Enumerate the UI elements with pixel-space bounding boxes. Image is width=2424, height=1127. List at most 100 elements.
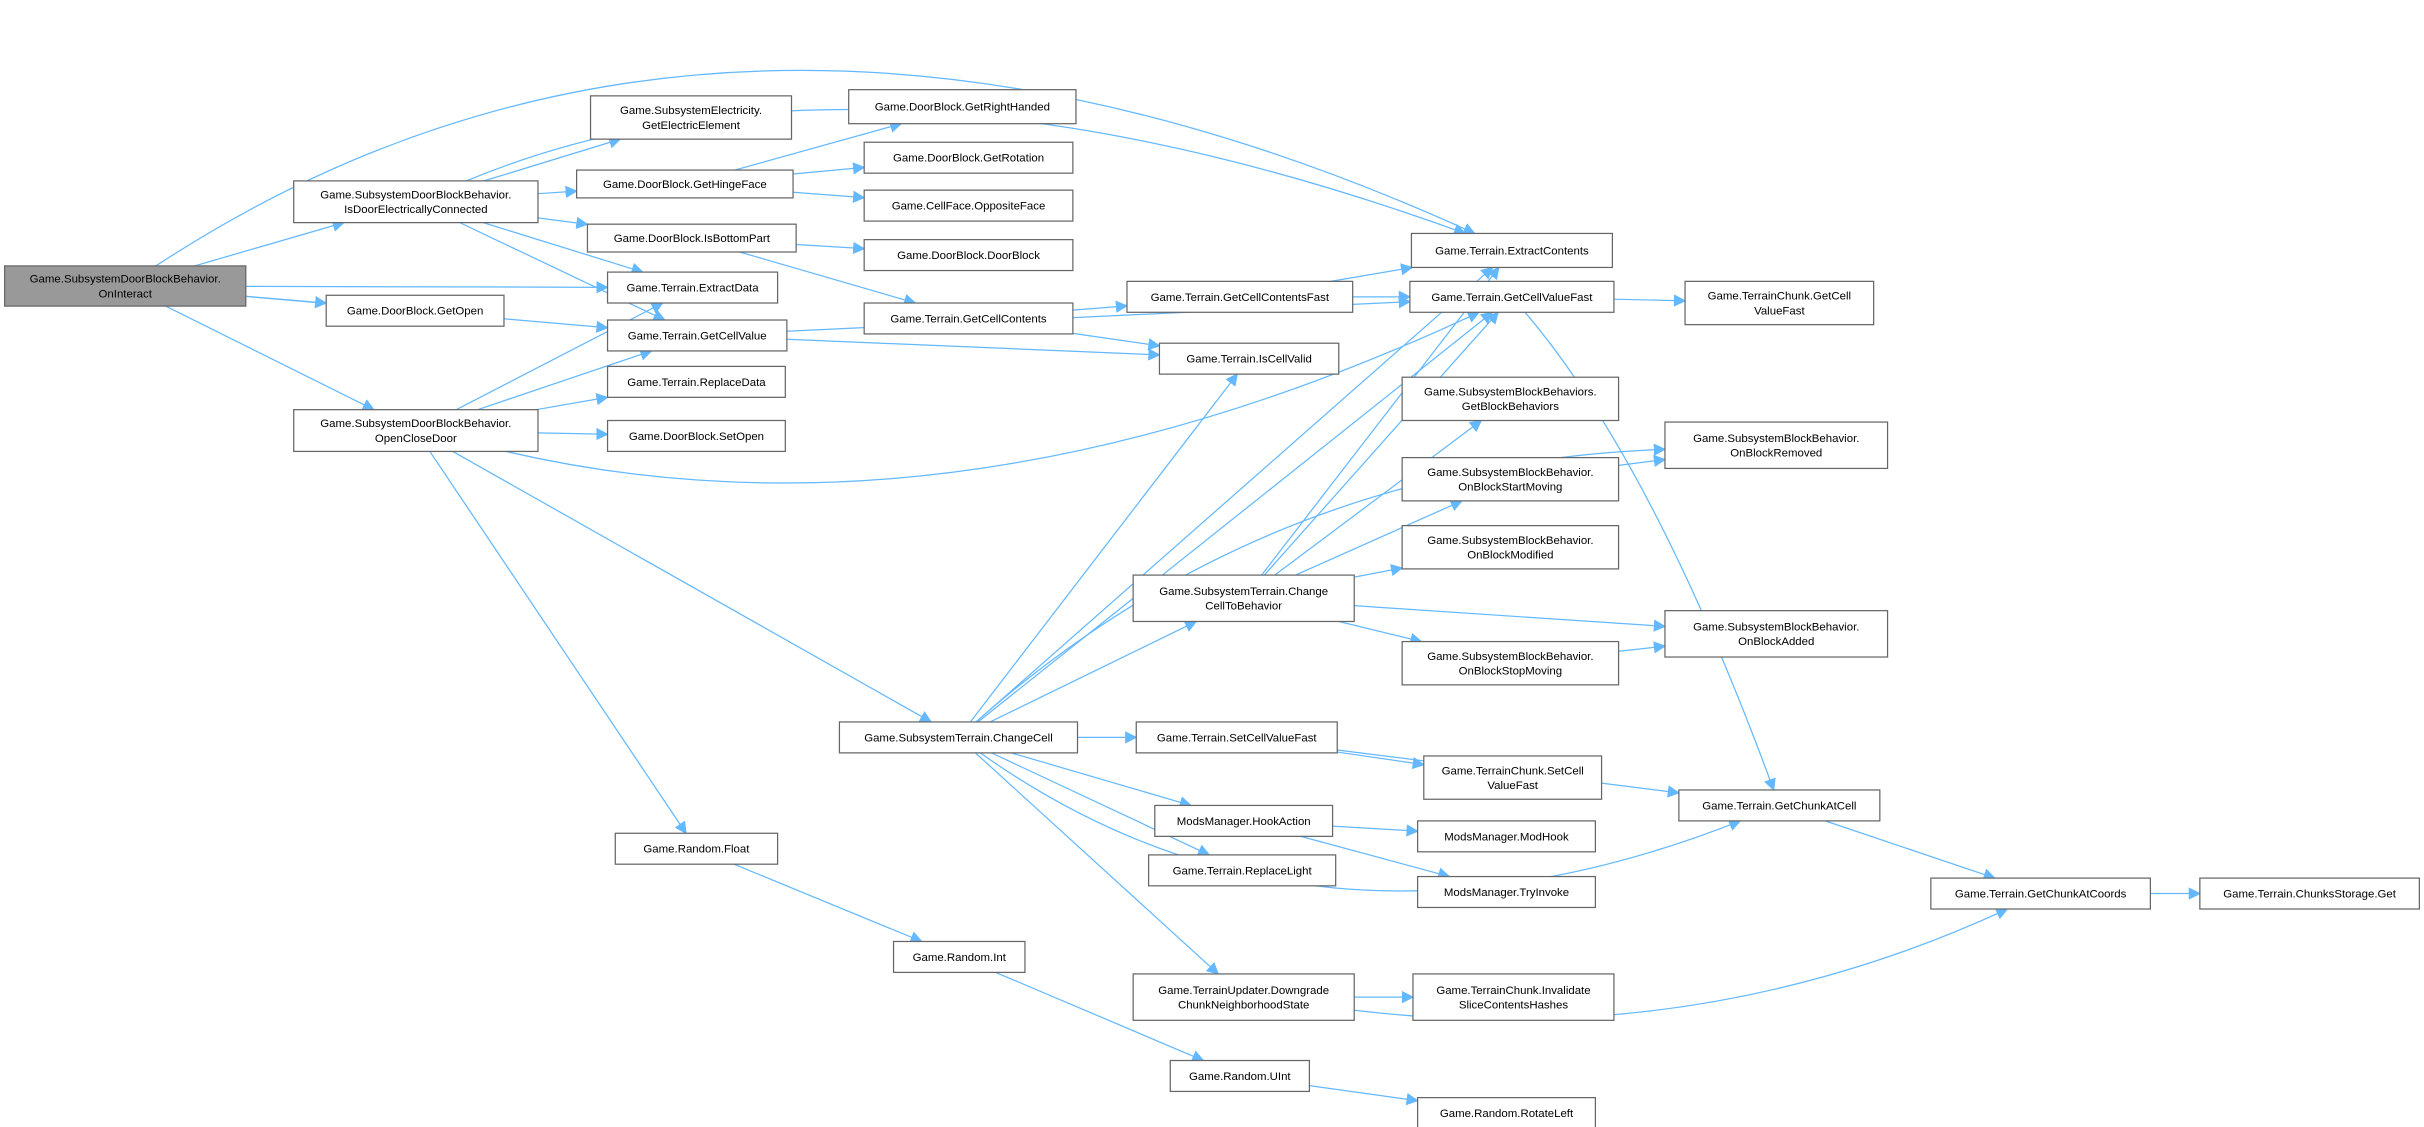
edge-openclose-to-replacedata [535,393,609,411]
edge-changecell-to-replacelight [991,752,1211,856]
edge-chunkatcell-to-chunkatcoords [1824,820,1996,881]
node-getcellcontents[interactable]: Game.Terrain.GetCellContents [863,302,1074,335]
node-label: ValueFast [1487,780,1538,792]
node-extractdata[interactable]: Game.Terrain.ExtractData [606,271,779,304]
node-downgrade[interactable]: Game.TerrainUpdater.DowngradeChunkNeighb… [1132,973,1355,1021]
node-storageget[interactable]: Game.Terrain.ChunksStorage.Get [2199,877,2420,910]
node-label: Game.TerrainUpdater.Downgrade [1158,985,1329,997]
node-label: Game.DoorBlock.GetRotation [893,153,1044,165]
node-modified[interactable]: Game.SubsystemBlockBehavior.OnBlockModif… [1401,525,1620,570]
node-label: OpenCloseDoor [375,433,457,445]
node-box [586,223,797,253]
node-box [325,294,505,327]
node-setvaluefast[interactable]: Game.Terrain.SetCellValueFast [1135,721,1338,754]
edge-oninteract-to-openclose [165,305,375,411]
node-oninteract[interactable]: Game.SubsystemDoorBlockBehavior.OnIntera… [4,265,247,307]
node-box [1664,421,1889,470]
node-invalidate[interactable]: Game.TerrainChunk.InvalidateSliceContent… [1412,973,1615,1021]
node-stopmoving[interactable]: Game.SubsystemBlockBehavior.OnBlockStopM… [1401,640,1620,686]
node-rint[interactable]: Game.Random.Int [892,940,1026,974]
node-label: Game.Terrain.IsCellValid [1186,354,1311,366]
node-rfloat[interactable]: Game.Random.Float [614,832,779,865]
node-label: OnBlockStopMoving [1459,666,1562,678]
edge-oninteract-to-extractcontents [155,69,1476,267]
node-label: Game.Terrain.GetCellValue [628,330,767,342]
node-box [1423,755,1603,800]
node-box [293,180,539,224]
node-iscellvalid[interactable]: Game.Terrain.IsCellValid [1158,342,1340,375]
node-box [1401,640,1620,686]
edge-openclose-to-rfloat [429,451,687,835]
node-hookaction[interactable]: ModsManager.HookAction [1154,804,1334,837]
node-startmoving[interactable]: Game.SubsystemBlockBehavior.OnBlockStart… [1401,456,1620,502]
node-label: Game.Terrain.ExtractData [627,283,760,295]
node-bottom[interactable]: Game.DoorBlock.IsBottomPart [586,223,797,253]
node-hinge[interactable]: Game.DoorBlock.GetHingeFace [576,169,794,199]
node-changecell[interactable]: Game.SubsystemTerrain.ChangeCell [838,721,1079,754]
edge-oninteract-to-isdoor [194,219,346,267]
node-setopen[interactable]: Game.DoorBlock.SetOpen [606,419,786,453]
node-rotation[interactable]: Game.DoorBlock.GetRotation [863,141,1074,174]
node-label: CellToBehavior [1205,601,1282,613]
node-getcellvalue[interactable]: Game.Terrain.GetCellValue [606,319,788,352]
edge-hinge-to-rotation [792,162,866,175]
edge-isdoor-to-electric [483,136,622,182]
node-removed[interactable]: Game.SubsystemBlockBehavior.OnBlockRemov… [1664,421,1889,470]
node-replacelight[interactable]: Game.Terrain.ReplaceLight [1147,854,1337,887]
node-isdoor[interactable]: Game.SubsystemDoorBlockBehavior.IsDoorEl… [293,180,539,224]
node-valuefast[interactable]: Game.Terrain.GetCellValueFast [1409,280,1615,313]
edge-tobehavior-to-startmoving [1295,499,1464,576]
node-modhook[interactable]: ModsManager.ModHook [1416,820,1597,853]
node-tryinvoke[interactable]: ModsManager.TryInvoke [1416,875,1597,909]
node-chunkatcell[interactable]: Game.Terrain.GetChunkAtCell [1678,789,1881,822]
node-box [4,265,247,307]
node-label: Game.Terrain.GetCellContentsFast [1151,292,1330,304]
node-openclose[interactable]: Game.SubsystemDoorBlockBehavior.OpenClos… [293,409,539,453]
node-chunkvaluefast[interactable]: Game.TerrainChunk.GetCellValueFast [1684,280,1875,326]
edge-isdoor-to-hinge [537,185,578,199]
edge-valuefast-to-chunkatcell [1524,311,1776,792]
node-chunksetvalue[interactable]: Game.TerrainChunk.SetCellValueFast [1423,755,1603,800]
edge-valuefast-to-chunkvaluefast [1613,294,1687,307]
edge-changecell-to-chunkatcell [979,752,1742,892]
edge-getcellcontents-to-iscellvalid [1072,332,1161,351]
node-box [1410,232,1614,269]
node-electric[interactable]: Game.SubsystemElectricity.GetElectricEle… [589,95,793,140]
node-box [848,89,1077,125]
node-replacedata[interactable]: Game.Terrain.ReplaceData [606,365,786,398]
node-label: Game.TerrainChunk.GetCell [1708,291,1851,303]
node-label: Game.DoorBlock.GetHingeFace [603,179,767,191]
node-added[interactable]: Game.SubsystemBlockBehavior.OnBlockAdded [1664,610,1889,658]
edge-changecell-to-downgrade [975,752,1220,975]
edge-changecell-to-extractcontents [975,266,1494,723]
node-rotateleft[interactable]: Game.Random.RotateLeft [1416,1096,1597,1127]
edge-openclose-to-changecell [452,450,933,723]
node-label: Game.Terrain.GetCellValueFast [1431,292,1593,304]
edge-isdoor-to-extractdata [482,222,644,275]
edge-hookaction-to-modhook [1332,824,1419,837]
node-opposite[interactable]: Game.CellFace.OppositeFace [863,189,1074,222]
node-righthanded[interactable]: Game.DoorBlock.GetRightHanded [848,89,1077,125]
node-box [1132,574,1355,623]
node-box [1169,1059,1311,1093]
node-box [863,239,1074,272]
node-box [1409,280,1615,313]
node-blockbehaviors[interactable]: Game.SubsystemBlockBehaviors.GetBlockBeh… [1401,376,1620,422]
node-extractcontents[interactable]: Game.Terrain.ExtractContents [1410,232,1614,269]
node-getopen[interactable]: Game.DoorBlock.GetOpen [325,294,505,327]
node-contentsfast[interactable]: Game.Terrain.GetCellContentsFast [1126,280,1354,313]
node-box [576,169,794,199]
node-ruint[interactable]: Game.Random.UInt [1169,1059,1311,1093]
node-label: Game.SubsystemBlockBehavior. [1693,622,1859,634]
node-box [863,302,1074,335]
edge-stopmoving-to-added [1618,641,1667,654]
edge-openclose-to-getcellvalue [477,348,653,411]
node-chunkatcoords[interactable]: Game.Terrain.GetChunkAtCoords [1930,877,2151,910]
node-tobehavior[interactable]: Game.SubsystemTerrain.ChangeCellToBehavi… [1132,574,1355,623]
node-label: Game.Terrain.SetCellValueFast [1157,732,1318,744]
edge-isdoor-to-bottom [537,216,589,230]
node-label: Game.SubsystemBlockBehavior. [1427,467,1593,479]
node-label: Game.DoorBlock.IsBottomPart [614,233,771,245]
node-doorblock[interactable]: Game.DoorBlock.DoorBlock [863,239,1074,272]
edge-bottom-to-doorblock [796,241,866,255]
